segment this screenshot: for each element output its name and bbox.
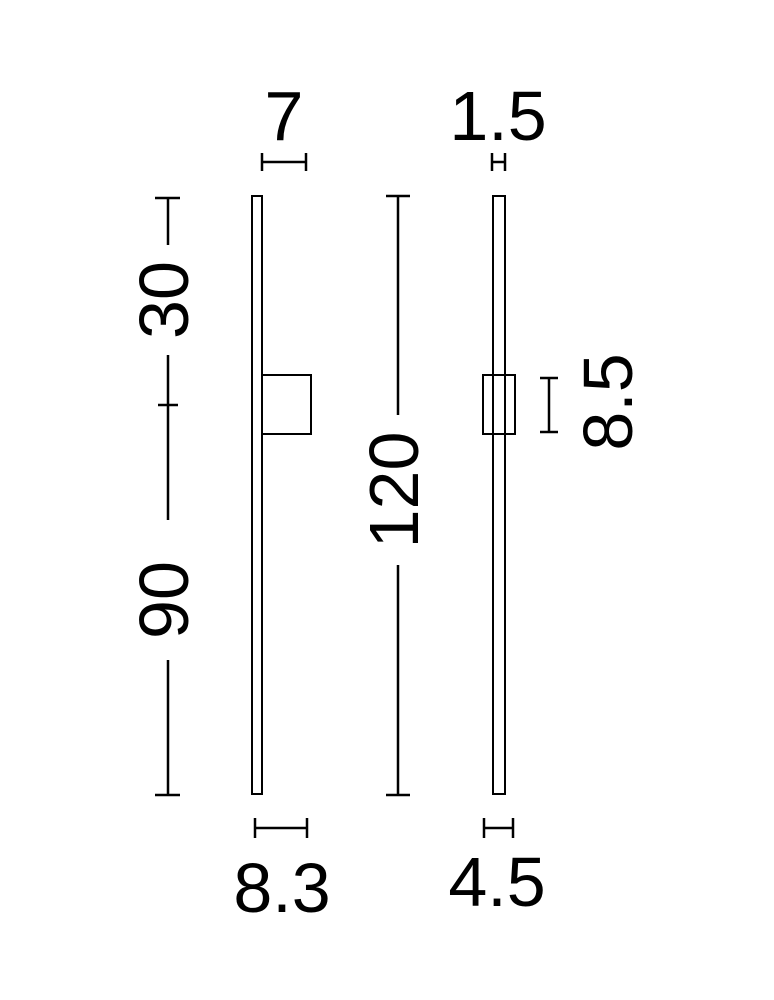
dimension-line-center — [386, 194, 410, 797]
front-view-bar — [251, 195, 263, 795]
dimension-marker-mount-height — [540, 376, 558, 434]
label-mount-height: 8.5 — [569, 353, 647, 450]
dimension-marker-front-depth — [253, 818, 309, 838]
label-front-depth: 8.3 — [233, 849, 330, 927]
dimension-marker-thickness-top — [490, 153, 507, 171]
side-view-mount — [482, 374, 516, 435]
label-upper-segment: 30 — [125, 261, 203, 339]
dimension-marker-side-depth — [482, 818, 515, 838]
label-width-top: 7 — [265, 77, 304, 155]
dimension-marker-width-top — [260, 153, 308, 171]
front-view-mount — [261, 374, 312, 435]
dimension-line-left — [155, 196, 180, 797]
label-lower-segment: 90 — [125, 561, 203, 639]
label-thickness-top: 1.5 — [449, 77, 546, 155]
label-total-length: 120 — [355, 432, 433, 549]
side-view — [482, 195, 516, 795]
front-view — [251, 195, 312, 795]
side-view-bar — [492, 195, 506, 795]
label-side-depth: 4.5 — [448, 843, 545, 921]
